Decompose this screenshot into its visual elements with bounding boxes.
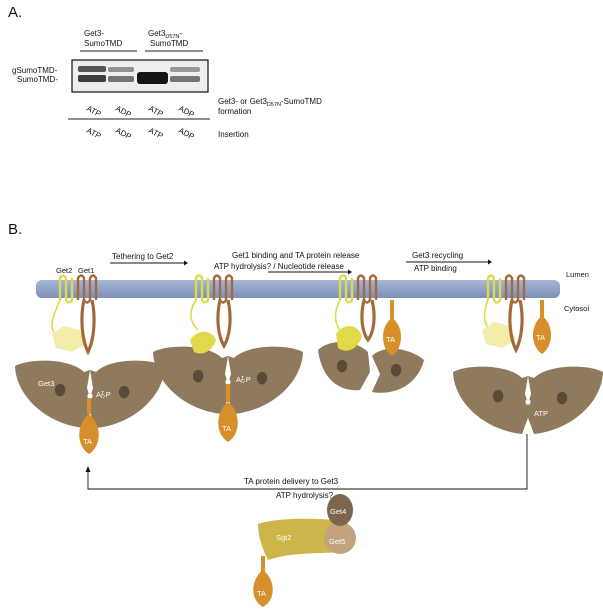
formation-lane-4: ADP	[177, 104, 196, 120]
insertion-label: Insertion	[218, 130, 249, 139]
sgt2-protein	[258, 518, 340, 560]
get4-protein	[327, 494, 353, 526]
adp-pi-stage1: ATDP	[96, 390, 111, 400]
return-arrowhead	[85, 466, 91, 472]
ta-tmd-stage1	[87, 398, 91, 414]
get5-protein	[324, 522, 356, 554]
ta-tmd-free	[261, 556, 265, 572]
step-3-label-line1: Get3 recycling	[412, 251, 463, 260]
ta-protein-stage4	[533, 316, 551, 354]
ta-protein-free	[253, 570, 273, 607]
lumen-label: Lumen	[566, 270, 589, 279]
get2-cytosolic-domain	[52, 326, 86, 352]
get2-bound-domain-stage2	[190, 331, 216, 354]
get1-coiled-coil-stage2	[216, 299, 232, 350]
return-label-line1: TA protein delivery to Get3	[244, 477, 339, 486]
ta-tmd-stage4	[540, 300, 544, 318]
formation-lane-2: ADP	[114, 104, 133, 120]
col-group-1-line1: Get3-	[84, 29, 104, 38]
step-2-arrowhead	[348, 269, 352, 275]
formation-lane-3: ATP	[147, 104, 164, 119]
step-2-label-line2: ATP hydrolysis? / Nucleotide release	[214, 262, 345, 271]
formation-lane-1: ATP	[85, 104, 102, 119]
ta-tmd-stage2	[226, 384, 230, 402]
insertion-lane-3: ATP	[147, 126, 164, 141]
ta-label-stage1: TA	[83, 437, 92, 446]
adp-pi-stage2: ATDP	[236, 375, 251, 385]
insertion-lane-4: ADP	[177, 126, 196, 142]
ta-label-free: TA	[257, 589, 266, 598]
formation-label-line1: Get3- or Get3D57N-SumoTMD	[218, 97, 322, 108]
get2-bound-domain-stage3	[336, 325, 362, 351]
get2-cytosolic-domain-stage4	[482, 322, 516, 348]
col-group-1-line2: SumoTMD	[84, 39, 122, 48]
col-group-2-line2: SumoTMD	[150, 39, 188, 48]
western-blot	[71, 59, 209, 93]
step-1-arrowhead	[184, 260, 188, 266]
get4-label: Get4	[330, 507, 346, 516]
atp-label-stage4: ATP	[534, 409, 548, 418]
ta-protein-stage2	[218, 402, 238, 442]
ta-label-stage3: TA	[386, 335, 395, 344]
panel-a-label: A.	[8, 4, 22, 21]
get1-coiled-coil-stage4	[508, 299, 524, 354]
insertion-lane-2: ADP	[114, 126, 133, 142]
get2-linker-stage2	[190, 299, 199, 331]
sgt2-get4-get5-complex	[258, 494, 356, 560]
return-arrow	[87, 434, 528, 490]
get1-label: Get1	[78, 266, 94, 275]
step-1-label: Tethering to Get2	[112, 252, 174, 261]
get3-dimer-stage4	[453, 366, 603, 434]
sgt2-label: Sgt2	[276, 533, 291, 542]
get1-coiled-coil	[80, 299, 96, 356]
ta-protein-stage1	[79, 414, 99, 454]
ta-label-stage2: TA	[222, 424, 231, 433]
get2-label: Get2	[56, 266, 72, 275]
panel-b-label: B.	[8, 221, 22, 238]
step-3-arrowhead	[488, 259, 492, 265]
insertion-lane-1: ATP	[85, 126, 102, 141]
step-3-label-line2: ATP binding	[414, 264, 457, 273]
ta-tmd-stage3	[390, 300, 394, 320]
get2-linker-stage3	[334, 299, 341, 331]
return-label-line2: ATP hydrolysis?	[276, 491, 334, 500]
get5-label: Get5	[329, 537, 345, 546]
ta-protein-stage3	[383, 318, 401, 356]
er-membrane	[36, 280, 560, 298]
get3-label: Get3	[38, 379, 54, 388]
step-2-label-line1: Get1 binding and TA protein release	[232, 251, 360, 260]
get3-open-dimer-stage3	[318, 341, 424, 393]
row-label-top: gSumoTMD-	[12, 66, 58, 75]
ta-label-stage4: TA	[536, 333, 545, 342]
row-label-bottom: SumoTMD-	[17, 75, 58, 84]
formation-label-line2: formation	[218, 107, 251, 116]
col-group-2-line1: Get3D57N-	[148, 29, 182, 40]
get1-coiled-coil-stage3	[360, 299, 376, 343]
cytosol-label: Cytosol	[564, 304, 589, 313]
